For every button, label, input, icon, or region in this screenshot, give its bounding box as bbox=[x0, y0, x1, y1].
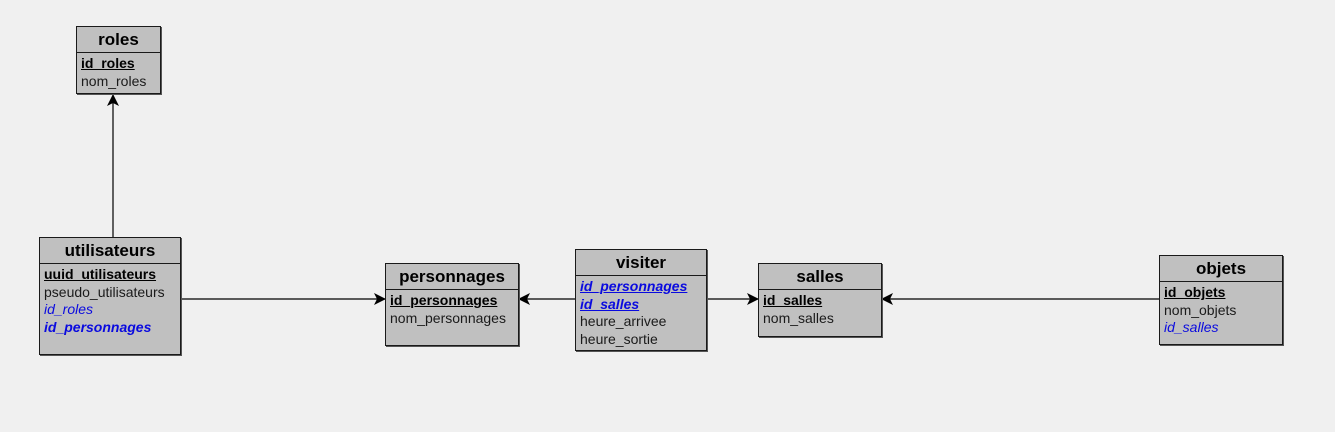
foreign-key-field: id_salles bbox=[1164, 319, 1219, 335]
primary-key-field: id_roles bbox=[81, 55, 135, 71]
foreign-key-field: id_personnages bbox=[44, 318, 152, 335]
entity-title: objets bbox=[1160, 256, 1282, 282]
entity-title: utilisateurs bbox=[40, 238, 180, 264]
attribute-field: nom_personnages bbox=[390, 309, 506, 326]
pk-fk-field: id_salles bbox=[580, 295, 640, 312]
primary-key-field: id_objets bbox=[1164, 284, 1226, 300]
primary-key-field: id_salles bbox=[763, 292, 823, 308]
entity-title: visiter bbox=[576, 250, 706, 276]
attribute-field: heure_arrivee bbox=[580, 313, 667, 329]
entity-title: salles bbox=[759, 264, 881, 290]
pk-fk-field: id_personnages bbox=[580, 278, 688, 294]
attribute-field: nom_objets bbox=[1164, 301, 1237, 318]
entity-title: roles bbox=[77, 27, 160, 53]
attribute-field: nom_roles bbox=[81, 72, 147, 89]
attribute-field: pseudo_utilisateurs bbox=[44, 283, 165, 300]
attribute-field: nom_salles bbox=[763, 309, 834, 326]
entity-title: personnages bbox=[386, 264, 518, 290]
attribute-field: heure_sortie bbox=[580, 330, 658, 347]
primary-key-field: id_personnages bbox=[390, 292, 498, 308]
foreign-key-field: id_roles bbox=[44, 301, 94, 317]
primary-key-field: uuid_utilisateurs bbox=[44, 266, 157, 282]
